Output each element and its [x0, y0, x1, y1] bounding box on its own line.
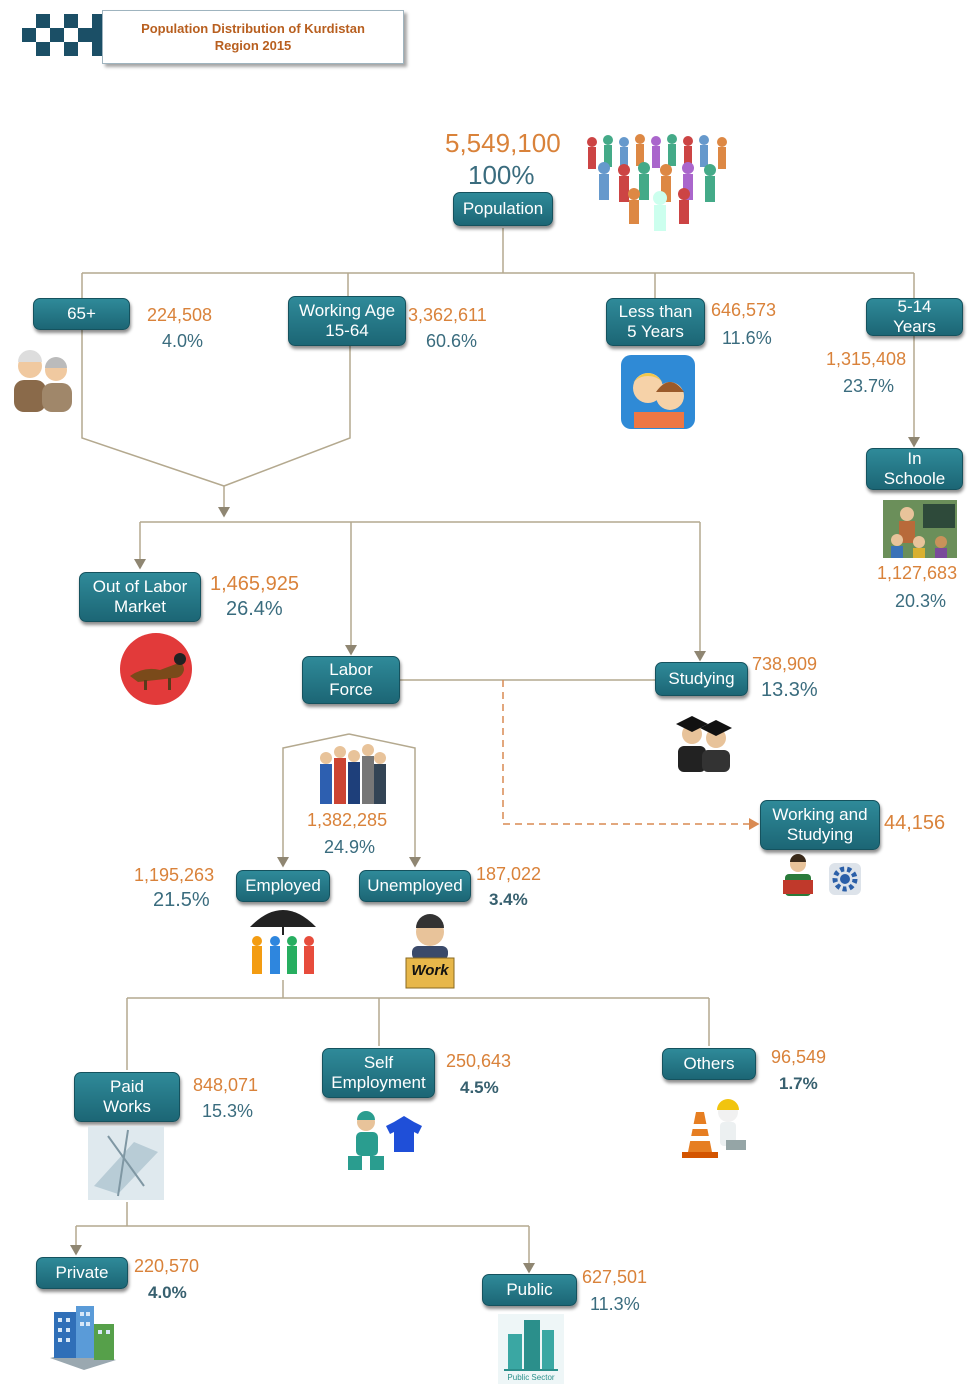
studying-node: Studying: [655, 662, 748, 696]
self-employment-line1: Self: [363, 1053, 394, 1072]
working-age-percent: 60.6%: [426, 331, 478, 351]
public-node: Public: [482, 1274, 577, 1306]
employed-value: 1,195,263: [134, 865, 215, 885]
age-5-14-line2: Years: [893, 317, 936, 336]
paid-works-line1: Paid: [109, 1077, 145, 1096]
age-65-plus-percent: 4.0%: [162, 331, 204, 351]
others-node: Others: [662, 1048, 756, 1080]
age-5-14-line1: 5-14: [897, 297, 932, 316]
header-logo-icon: [22, 14, 108, 56]
others-percent: 1.7%: [779, 1074, 818, 1093]
unemployed-node: Unemployed: [359, 870, 471, 902]
studying-label: Studying: [668, 669, 735, 688]
graduates-icon: [676, 716, 732, 772]
in-school-percent: 20.3%: [895, 591, 947, 611]
self-employment-line2: Employment: [331, 1073, 426, 1092]
less-than-5-line1: Less than: [618, 302, 693, 321]
in-school-line2: Schoole: [883, 469, 946, 488]
work-sign-label: Work: [411, 962, 449, 979]
private-percent: 4.0%: [148, 1283, 187, 1302]
in-school-node: In Schoole: [866, 448, 963, 490]
umbrella-people-icon: [250, 910, 316, 974]
less-than-5-percent: 11.6%: [722, 328, 772, 348]
in-school-value: 1,127,683: [877, 563, 958, 583]
age-65-plus-label: 65+: [67, 304, 96, 323]
employed-label: Employed: [245, 876, 321, 895]
age-5-14-value: 1,315,408: [826, 349, 907, 369]
self-employment-percent: 4.5%: [460, 1078, 499, 1097]
public-label: Public: [506, 1280, 553, 1299]
page-title: Population Distribution of Kurdistan Reg…: [102, 10, 404, 64]
out-of-labor-percent: 26.4%: [226, 598, 283, 620]
age-65-plus-node: 65+: [33, 298, 130, 330]
employed-node: Employed: [236, 870, 330, 902]
studying-percent: 13.3%: [761, 679, 818, 701]
age-5-14-node: 5-14 Years: [866, 297, 963, 336]
labor-force-line2: Force: [329, 680, 373, 699]
private-value: 220,570: [134, 1256, 200, 1276]
out-of-labor-line2: Market: [114, 597, 166, 616]
working-age-line2: 15-64: [325, 321, 369, 340]
out-of-labor-market-node: Out of Labor Market: [79, 572, 201, 622]
unemployed-value: 187,022: [476, 864, 542, 884]
resting-person-icon: [120, 633, 192, 705]
construction-worker-icon: [682, 1099, 746, 1158]
labor-force-value: 1,382,285: [307, 810, 388, 830]
public-sector-label: Public Sector: [507, 1373, 555, 1382]
private-node: Private: [36, 1257, 128, 1289]
paid-works-percent: 15.3%: [202, 1101, 254, 1121]
public-sector-icon: Public Sector: [498, 1314, 564, 1384]
delivery-worker-icon: [348, 1111, 422, 1170]
age-5-14-percent: 23.7%: [843, 376, 895, 396]
studying-value: 738,909: [752, 654, 818, 674]
children-icon: [621, 355, 695, 429]
labor-force-node: Labor Force: [302, 656, 400, 704]
private-buildings-icon: [50, 1306, 116, 1370]
less-than-5-years-node: Less than 5 Years: [606, 298, 705, 346]
self-employment-value: 250,643: [446, 1051, 512, 1071]
title-line-2: Region 2015: [214, 38, 292, 53]
less-than-5-line2: 5 Years: [627, 322, 684, 341]
others-value: 96,549: [771, 1047, 827, 1067]
labor-force-percent: 24.9%: [324, 837, 376, 857]
out-of-labor-line1: Out of Labor: [92, 577, 188, 596]
elderly-couple-icon: [14, 350, 72, 412]
population-percent: 100%: [468, 160, 535, 190]
paid-works-value: 848,071: [193, 1075, 259, 1095]
public-value: 627,501: [582, 1267, 648, 1287]
population-node: Population: [453, 192, 553, 226]
self-employment-node: Self Employment: [322, 1048, 435, 1098]
paid-works-line2: Works: [103, 1097, 151, 1116]
working-and-studying-node: Working and Studying: [760, 800, 880, 850]
out-of-labor-value: 1,465,925: [210, 573, 299, 595]
working-age-node: Working Age 15-64: [288, 296, 406, 346]
work-sign-person-icon: Work: [402, 914, 458, 990]
working-studying-value: 44,156: [884, 812, 946, 834]
labor-force-line1: Labor: [329, 660, 373, 679]
unemployed-percent: 3.4%: [489, 890, 528, 909]
working-studying-line1: Working and: [772, 805, 868, 824]
employed-percent: 21.5%: [153, 889, 210, 911]
classroom-icon: [883, 500, 957, 558]
in-school-line1: In: [907, 449, 922, 468]
unemployed-label: Unemployed: [367, 876, 463, 895]
workers-group-icon: [320, 744, 386, 804]
private-label: Private: [55, 1263, 109, 1282]
paid-works-node: Paid Works: [74, 1072, 180, 1122]
less-than-5-value: 646,573: [711, 300, 777, 320]
office-desk-icon: [88, 1126, 164, 1200]
working-studying-line2: Studying: [786, 825, 854, 844]
settings-gear-icon: [829, 863, 861, 895]
others-label: Others: [683, 1054, 735, 1073]
crowd-icon: [587, 134, 727, 231]
population-label: Population: [462, 199, 544, 218]
public-percent: 11.3%: [590, 1294, 640, 1314]
working-age-line1: Working Age: [298, 301, 396, 320]
age-65-plus-value: 224,508: [147, 305, 213, 325]
population-value: 5,549,100: [445, 128, 561, 158]
student-reading-icon: [783, 854, 813, 896]
working-age-value: 3,362,611: [408, 305, 487, 325]
title-line-1: Population Distribution of Kurdistan: [141, 21, 365, 36]
